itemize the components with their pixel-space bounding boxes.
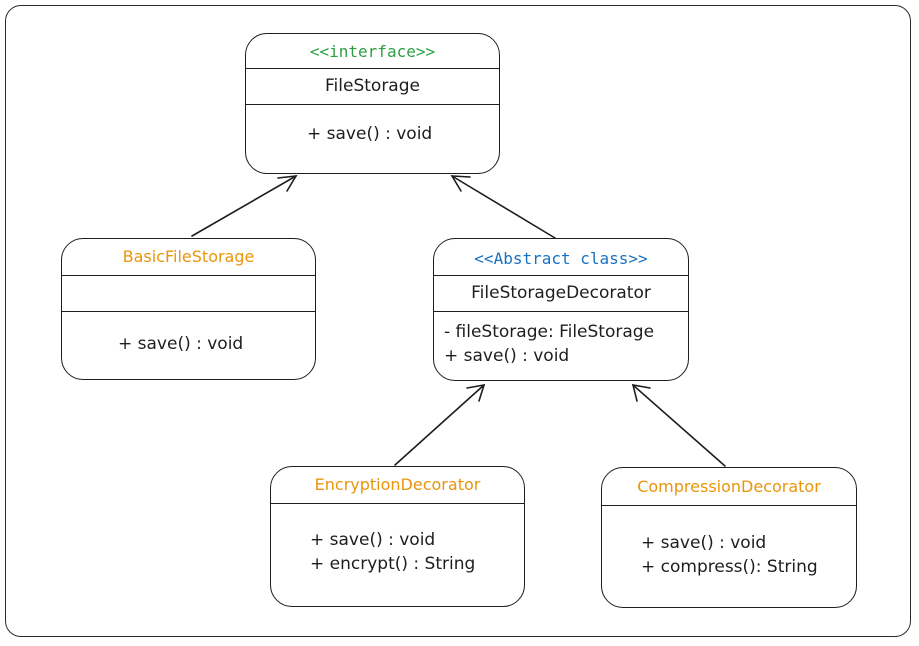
operation: + save() : void [641,533,767,553]
box-divider [62,311,315,312]
class-members: - fileStorage: FileStorage + save() : vo… [444,320,654,368]
box-divider [602,505,856,506]
box-divider [246,68,499,69]
class-name: EncryptionDecorator [314,475,481,494]
box-divider [246,104,499,105]
operation: + encrypt() : String [310,554,476,574]
interface-filestorage-box: <<interface>> FileStorage + save() : voi… [245,33,500,174]
operation: + save() : void [307,124,433,144]
encryption-decorator-box: EncryptionDecorator + save() : void + en… [270,466,525,607]
class-operations: + save() : void + compress(): String [641,531,818,579]
interface-operations: + save() : void [307,122,432,146]
class-operations: + save() : void + encrypt() : String [310,528,475,576]
interface-name: FileStorage [325,76,420,96]
abstract-stereotype: <<Abstract class>> [474,249,648,268]
operation: + save() : void [310,530,436,550]
diagram-frame [5,5,911,637]
box-divider [434,275,688,276]
class-operations: + save() : void [118,332,243,356]
class-name: CompressionDecorator [637,477,821,496]
abstract-decorator-box: <<Abstract class>> FileStorageDecorator … [433,238,689,381]
box-divider [271,503,524,504]
operation: + compress(): String [641,557,818,577]
box-divider [434,311,688,312]
class-name: BasicFileStorage [122,247,255,266]
operation: + save() : void [118,334,244,354]
interface-stereotype: <<interface>> [309,42,436,61]
basic-filestorage-box: BasicFileStorage + save() : void [61,238,316,380]
operation: + save() : void [444,346,570,366]
compression-decorator-box: CompressionDecorator + save() : void + c… [601,467,857,608]
attribute: - fileStorage: FileStorage [444,322,655,342]
class-name: FileStorageDecorator [471,283,651,303]
box-divider [62,275,315,276]
